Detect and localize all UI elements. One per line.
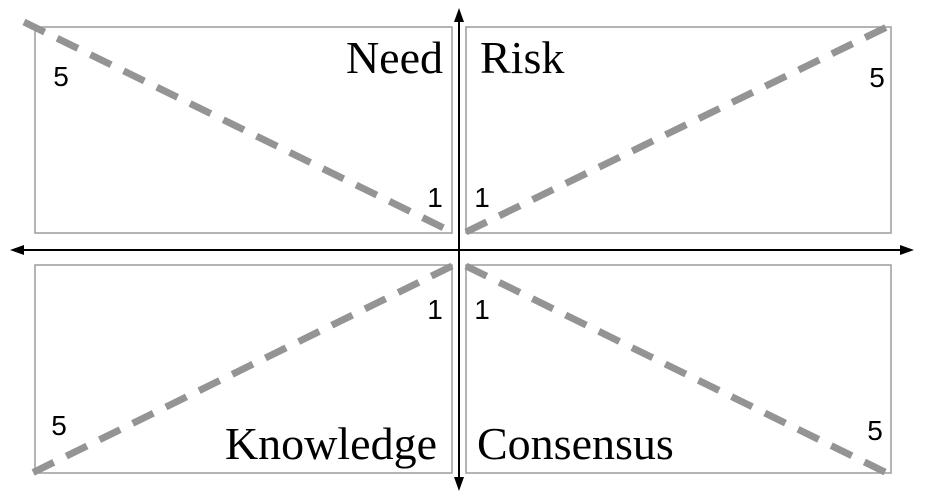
- quadrant-label-knowledge: Knowledge: [224, 418, 437, 469]
- knowledge-scale-max-label: 5: [51, 410, 67, 441]
- need-scale-min-label: 1: [427, 182, 443, 213]
- risk-scale-max-label: 5: [869, 62, 885, 93]
- need-scale-line: [22, 18, 454, 236]
- risk-quadrant-box: [465, 26, 892, 234]
- consensus-scale-max-label: 5: [867, 415, 883, 446]
- knowledge-quadrant-box: [34, 264, 453, 474]
- x-axis-right-arrowhead: [900, 245, 914, 255]
- consensus-scale-min-label: 1: [474, 294, 490, 325]
- y-axis-bottom-arrowhead: [454, 477, 464, 491]
- knowledge-scale-line: [24, 262, 454, 480]
- risk-scale-min-label: 1: [474, 182, 490, 213]
- need-scale-max-label: 5: [53, 61, 69, 92]
- consensus-quadrant-box: [465, 264, 892, 474]
- x-axis-left-arrowhead: [10, 245, 24, 255]
- quadrant-label-risk: Risk: [480, 32, 565, 83]
- need-quadrant-box: [34, 26, 453, 234]
- quadrant-label-consensus: Consensus: [477, 418, 674, 469]
- risk-scale-line: [464, 20, 895, 236]
- quadrant-label-need: Need: [345, 32, 443, 83]
- knowledge-scale-min-label: 1: [427, 294, 443, 325]
- consensus-scale-line: [464, 262, 895, 480]
- y-axis-top-arrowhead: [454, 8, 464, 22]
